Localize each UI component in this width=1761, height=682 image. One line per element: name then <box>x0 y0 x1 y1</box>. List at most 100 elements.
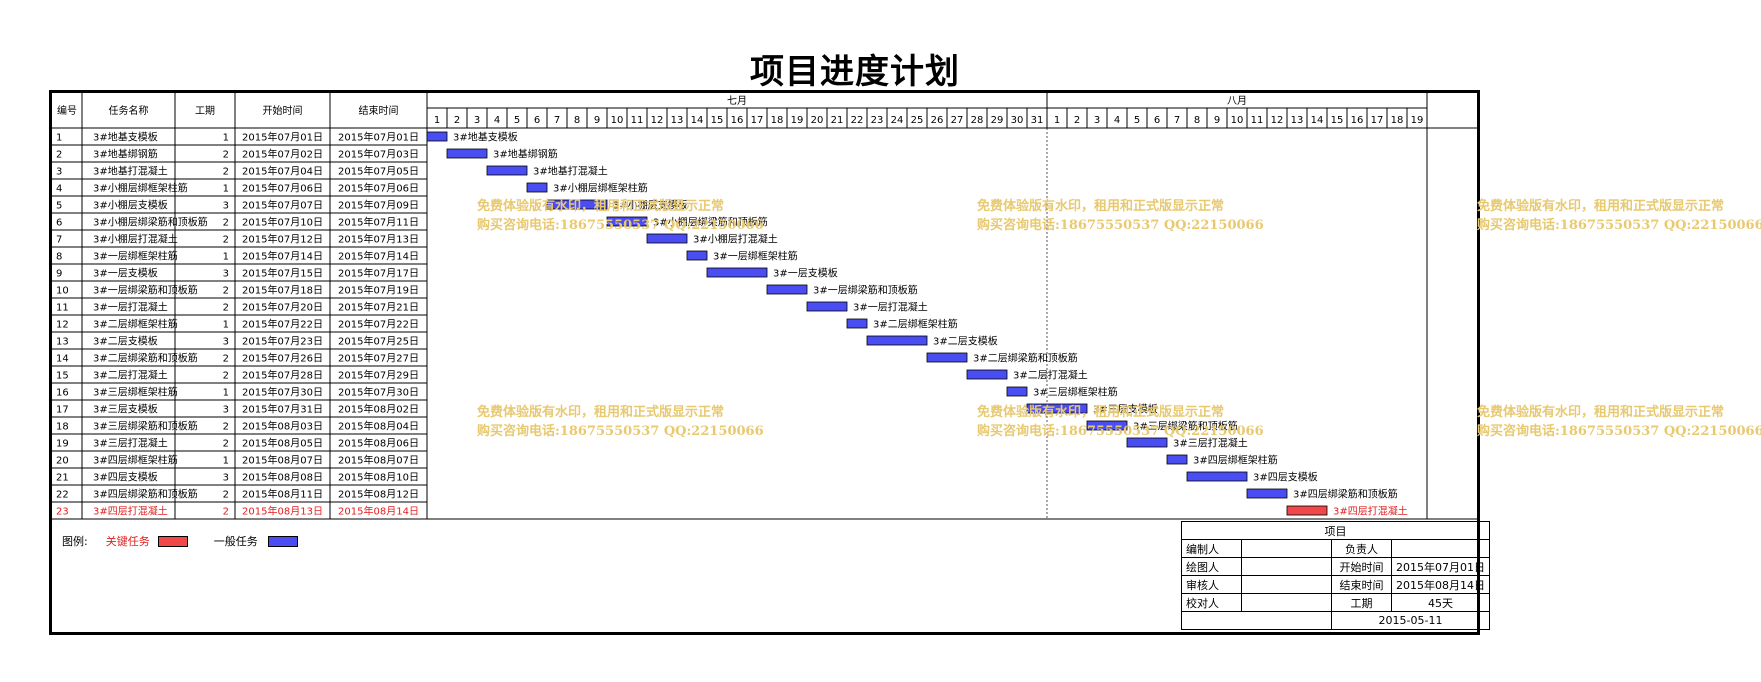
task-start: 2015年07月06日 <box>242 182 323 195</box>
task-name: 3#一层支模板 <box>93 267 158 280</box>
task-id: 18 <box>56 422 69 433</box>
task-name: 3#地基支模板 <box>93 131 158 144</box>
task-bar-label: 3#三层绑框架柱筋 <box>1033 386 1118 399</box>
task-bar-label: 3#二层绑框架柱筋 <box>873 318 958 331</box>
day-label: 9 <box>1214 115 1220 126</box>
day-label: 5 <box>1134 115 1140 126</box>
task-bar <box>1006 386 1028 397</box>
day-label: 17 <box>1371 115 1384 126</box>
task-name: 3#一层打混凝土 <box>93 301 168 314</box>
task-duration: 1 <box>223 184 229 195</box>
task-id: 16 <box>56 388 69 399</box>
owner-value <box>1391 539 1490 558</box>
duration-value: 45天 <box>1391 593 1490 612</box>
task-id: 9 <box>56 269 62 280</box>
column-header: 开始时间 <box>263 104 303 117</box>
task-end: 2015年08月04日 <box>338 420 419 433</box>
task-bar <box>926 352 968 363</box>
task-duration: 3 <box>223 337 229 348</box>
task-name: 3#二层支模板 <box>93 335 158 348</box>
task-id: 15 <box>56 371 69 382</box>
legend-label: 图例: <box>62 535 88 548</box>
task-end: 2015年07月21日 <box>338 301 419 314</box>
task-bar <box>766 284 808 295</box>
day-label: 23 <box>871 115 884 126</box>
task-bar-label: 3#四层支模板 <box>1253 471 1318 484</box>
task-duration: 3 <box>223 201 229 212</box>
task-end: 2015年07月14日 <box>338 250 419 263</box>
task-start: 2015年07月15日 <box>242 267 323 280</box>
task-bar-label: 3#一层支模板 <box>773 267 838 280</box>
task-duration: 2 <box>223 235 229 246</box>
day-label: 10 <box>1231 115 1244 126</box>
day-label: 1 <box>1054 115 1060 126</box>
day-label: 15 <box>1331 115 1344 126</box>
task-start: 2015年08月05日 <box>242 437 323 450</box>
task-bar-label: 3#二层支模板 <box>933 335 998 348</box>
task-bar <box>486 165 528 176</box>
day-label: 3 <box>1094 115 1100 126</box>
day-label: 7 <box>554 115 560 126</box>
day-label: 5 <box>514 115 520 126</box>
task-id: 22 <box>56 490 69 501</box>
task-duration: 2 <box>223 218 229 229</box>
task-end: 2015年08月10日 <box>338 471 419 484</box>
task-bar <box>1246 488 1288 499</box>
month-label: 八月 <box>1227 95 1247 107</box>
task-duration: 2 <box>223 422 229 433</box>
day-label: 19 <box>791 115 804 126</box>
task-id: 5 <box>56 201 62 212</box>
task-end: 2015年07月29日 <box>338 369 419 382</box>
day-label: 30 <box>1011 115 1024 126</box>
task-end: 2015年07月22日 <box>338 318 419 331</box>
duration-label: 工期 <box>1331 593 1392 612</box>
end-label: 结束时间 <box>1331 575 1392 594</box>
task-duration: 3 <box>223 473 229 484</box>
drawer-value <box>1241 557 1332 576</box>
task-end: 2015年07月09日 <box>338 199 419 212</box>
day-label: 22 <box>851 115 864 126</box>
task-name: 3#地基绑钢筋 <box>93 148 158 161</box>
task-id: 4 <box>56 184 62 195</box>
day-label: 7 <box>1174 115 1180 126</box>
day-label: 24 <box>891 115 904 126</box>
column-header: 结束时间 <box>359 104 399 117</box>
task-bar <box>426 131 448 142</box>
task-duration: 2 <box>223 490 229 501</box>
watermark: 免费体验版有水印，租用和正式版显示正常购买咨询电话:18675550537 QQ… <box>477 199 764 233</box>
start-label: 开始时间 <box>1331 557 1392 576</box>
task-start: 2015年07月14日 <box>242 250 323 263</box>
task-id: 17 <box>56 405 69 416</box>
task-bar-label: 3#四层打混凝土 <box>1333 505 1408 518</box>
task-bar <box>1186 471 1248 482</box>
task-start: 2015年07月07日 <box>242 199 323 212</box>
watermark: 免费体验版有水印，租用和正式版显示正常购买咨询电话:18675550537 QQ… <box>977 199 1264 233</box>
task-id: 19 <box>56 439 69 450</box>
task-id: 21 <box>56 473 69 484</box>
task-bar <box>866 335 928 346</box>
task-id: 14 <box>56 354 69 365</box>
column-header: 工期 <box>195 105 215 117</box>
drawer-label: 绘图人 <box>1181 557 1242 576</box>
task-bar-label: 3#四层绑框架柱筋 <box>1193 454 1278 467</box>
task-start: 2015年07月26日 <box>242 352 323 365</box>
task-duration: 2 <box>223 354 229 365</box>
task-duration: 2 <box>223 286 229 297</box>
day-label: 28 <box>971 115 984 126</box>
day-label: 16 <box>1351 115 1364 126</box>
task-id: 20 <box>56 456 69 467</box>
task-bar-label: 3#地基支模板 <box>453 131 518 144</box>
task-bar <box>546 199 608 210</box>
day-label: 11 <box>1251 115 1264 126</box>
legend: 图例: 关键任务 一般任务 <box>62 533 324 549</box>
column-header: 任务名称 <box>109 104 149 117</box>
month-label: 七月 <box>727 95 747 107</box>
task-bar-label: 3#一层绑框架柱筋 <box>713 250 798 263</box>
task-start: 2015年07月31日 <box>242 403 323 416</box>
task-bar-label: 3#二层打混凝土 <box>1013 369 1088 382</box>
legend-normal-label: 一般任务 <box>213 535 258 548</box>
task-name: 3#小棚层绑梁筋和顶板筋 <box>93 216 208 229</box>
task-name: 3#一层绑框架柱筋 <box>93 250 178 263</box>
task-duration: 1 <box>223 320 229 331</box>
